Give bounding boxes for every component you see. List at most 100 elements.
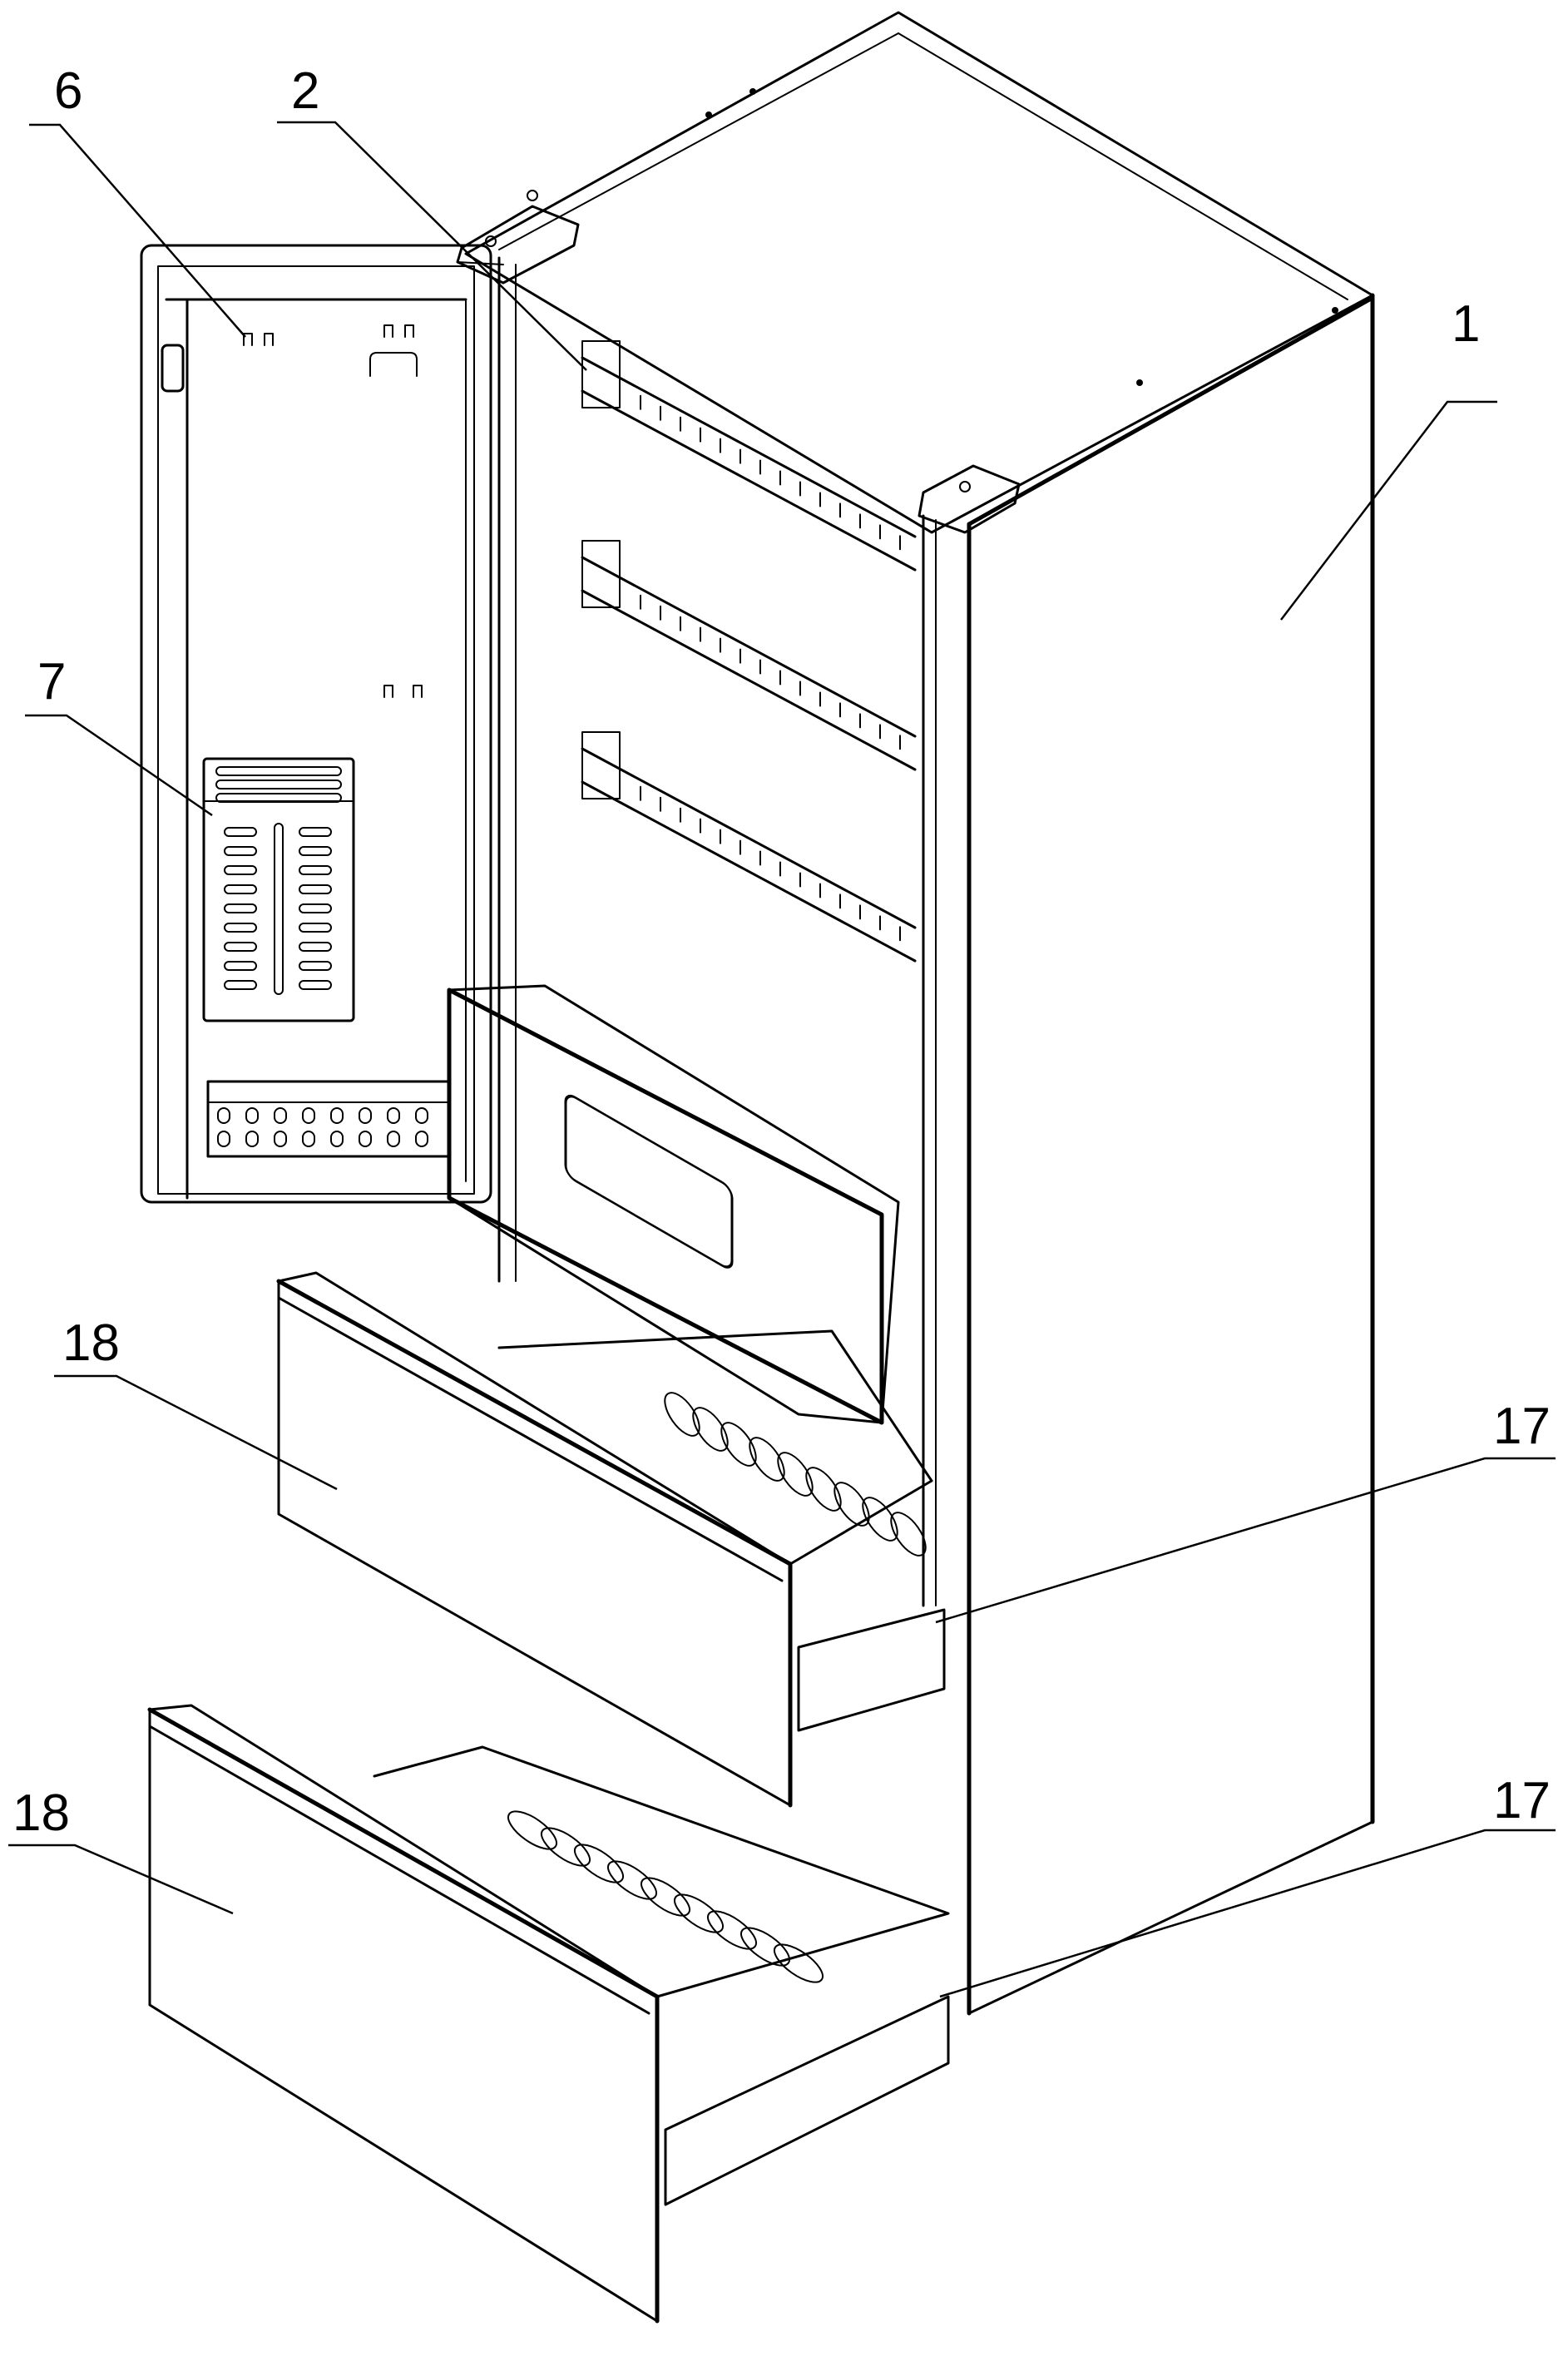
cabinet-body (464, 11, 1375, 2016)
shelf-bracket (581, 340, 621, 408)
callout-18-lower: 18 (8, 1784, 234, 1915)
shelf-bracket (581, 731, 621, 799)
callout-17-lower: 17 (939, 1772, 1556, 1998)
wire-shelves (581, 340, 917, 963)
basket-rib (862, 1497, 898, 1542)
callout-17-upper: 17 (935, 1398, 1556, 1624)
basket-rib (574, 1844, 624, 1883)
vent-slot (299, 846, 332, 856)
callout-label: 7 (37, 653, 66, 710)
callout-label: 18 (12, 1784, 70, 1842)
callout-label: 17 (1493, 1772, 1551, 1829)
vent-slot (224, 827, 257, 837)
bin-hole (245, 1107, 259, 1124)
drawer-basket-ribs (507, 1392, 927, 1983)
wire-shelf (581, 540, 917, 771)
bin-hole (387, 1107, 400, 1124)
shelf-front-rail (581, 356, 917, 538)
door-inner-frame (157, 265, 475, 1195)
door-bottom-bin (206, 1080, 451, 1158)
vent-slot (299, 827, 332, 837)
basket-rib (507, 1810, 557, 1850)
bin-hole (274, 1131, 287, 1147)
bin-hole (387, 1131, 400, 1147)
bin-hole (415, 1131, 428, 1147)
basket-rib (805, 1467, 842, 1512)
bin-hole (274, 1107, 287, 1124)
vent-slot (299, 865, 332, 875)
vent-slot (299, 980, 332, 990)
basket-rib (774, 1943, 824, 1983)
basket-rib (664, 1392, 700, 1437)
vent-slot (299, 884, 332, 894)
callout-label: 18 (62, 1314, 120, 1372)
vent-slot (299, 923, 332, 933)
basket-rib (692, 1407, 729, 1452)
basket-rib (833, 1482, 870, 1527)
top-hinge-left (456, 190, 580, 285)
basket-rib (674, 1893, 724, 1933)
bin-hole (245, 1131, 259, 1147)
wire-shelf (581, 731, 917, 963)
bin-hole (330, 1131, 344, 1147)
callout-2: 2 (277, 62, 587, 371)
drawer-handle (564, 1094, 734, 1269)
vent-slot (299, 961, 332, 971)
vent-slot (224, 846, 257, 856)
screw-dot (705, 111, 712, 118)
basket-rib (749, 1437, 785, 1482)
screw-dot (1332, 307, 1338, 314)
door-handle (161, 344, 185, 393)
bin-hole (217, 1107, 230, 1124)
bin-hole (415, 1107, 428, 1124)
bin-hole (302, 1131, 315, 1147)
upper-drawer-front (277, 1271, 792, 1807)
lower-drawer-front (148, 1704, 659, 2323)
wire-shelf (581, 340, 917, 572)
bin-holes (217, 1107, 428, 1147)
top-drawer (447, 984, 900, 1425)
open-door (140, 244, 492, 1204)
vent-slot (224, 903, 257, 913)
callout-label: 6 (54, 62, 82, 120)
cabinet-bottom-edge (967, 1820, 1374, 2015)
door-hooks (243, 324, 423, 698)
shelf-front-rail (581, 389, 917, 572)
upper-slide-rail (797, 1608, 946, 1732)
vent-slot (224, 980, 257, 990)
bin-hole (359, 1107, 372, 1124)
upper-drawer (276, 1271, 946, 1808)
top-hinge-right (918, 464, 1021, 534)
door-storage-panel (202, 757, 355, 1022)
basket-rib (641, 1877, 690, 1917)
basket-rib (890, 1512, 927, 1557)
callout-18-upper: 18 (54, 1314, 338, 1491)
panel-vent-slots (224, 827, 332, 990)
bin-hole (302, 1107, 315, 1124)
vent-slot (224, 865, 257, 875)
vent-slot (224, 884, 257, 894)
cabinet-top-face (464, 11, 1374, 534)
callout-7: 7 (25, 653, 213, 817)
basket-rib (740, 1927, 790, 1967)
basket-rib (720, 1422, 757, 1467)
shelf-bracket (581, 540, 621, 608)
callout-label: 2 (291, 62, 319, 120)
basket-rib (607, 1860, 657, 1900)
vent-slot (224, 942, 257, 952)
lower-drawer (147, 1704, 950, 2324)
screw-dot (1136, 379, 1143, 386)
vent-slot (299, 903, 332, 913)
shelf-front-rail (581, 780, 917, 963)
bin-hole (217, 1131, 230, 1147)
screw-dot (749, 88, 756, 95)
basket-rib (707, 1910, 757, 1950)
door-outer-frame (140, 244, 492, 1204)
vent-slot (299, 942, 332, 952)
callout-6: 6 (29, 62, 246, 338)
callout-label: 17 (1493, 1398, 1551, 1455)
callout-label: 1 (1452, 295, 1480, 353)
shelf-front-rail (581, 556, 917, 738)
vent-slot (224, 961, 257, 971)
